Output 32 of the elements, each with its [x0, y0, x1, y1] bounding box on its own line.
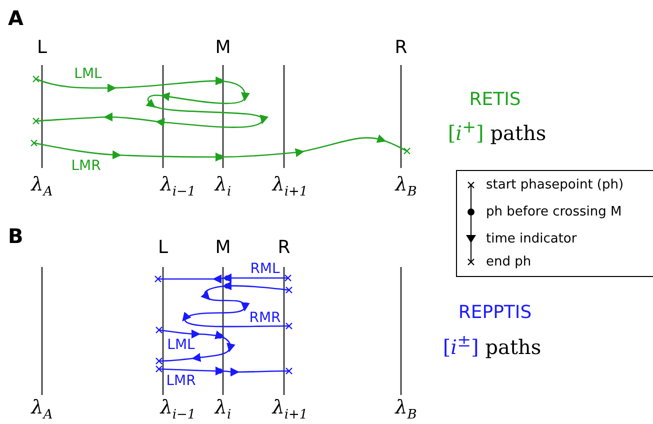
path-type-label: [i$^{+}$] paths: [448, 119, 546, 143]
path-label: LML: [74, 67, 102, 81]
interface-label: λ$_{B}$: [395, 176, 417, 198]
region-label: M: [215, 39, 231, 57]
region-label: L: [36, 39, 48, 57]
interface-label: λ$_{i}$: [214, 398, 232, 422]
path-label: LMR: [166, 374, 196, 388]
region-label: L: [158, 239, 168, 257]
panel-letter: B: [8, 226, 24, 246]
legend-text: time indicator: [486, 232, 577, 246]
path-label: LML: [167, 338, 195, 352]
panel-letter: A: [8, 8, 24, 28]
region-label: R: [278, 239, 290, 257]
legend-text: start phasepoint (ph): [486, 178, 624, 192]
legend-text: end ph: [486, 256, 532, 268]
path-label: RML: [250, 262, 280, 276]
interface-label: λ$_{i+1}$: [272, 176, 308, 198]
interface-label: λ$_{i+1}$: [272, 398, 308, 422]
region-label: M: [215, 239, 231, 257]
path-label: RMR: [249, 311, 281, 325]
interface-label: λ$_{B}$: [395, 398, 417, 422]
legend-text: ph before crossing M: [486, 206, 622, 218]
interface-label: λ$_{i}$: [214, 176, 232, 198]
region-label: R: [394, 39, 408, 57]
path-label: LMR: [71, 159, 101, 173]
path-type-label: [i$^{±}$] paths: [442, 333, 542, 357]
interface-label: λ$_{A}$: [31, 176, 53, 198]
interface-label: λ$_{A}$: [31, 398, 53, 422]
interface-label: λ$_{i−1}$: [160, 176, 196, 198]
method-title: RETIS: [469, 91, 521, 109]
method-title: REPPTIS: [458, 304, 532, 322]
interface-label: λ$_{i−1}$: [160, 398, 196, 422]
